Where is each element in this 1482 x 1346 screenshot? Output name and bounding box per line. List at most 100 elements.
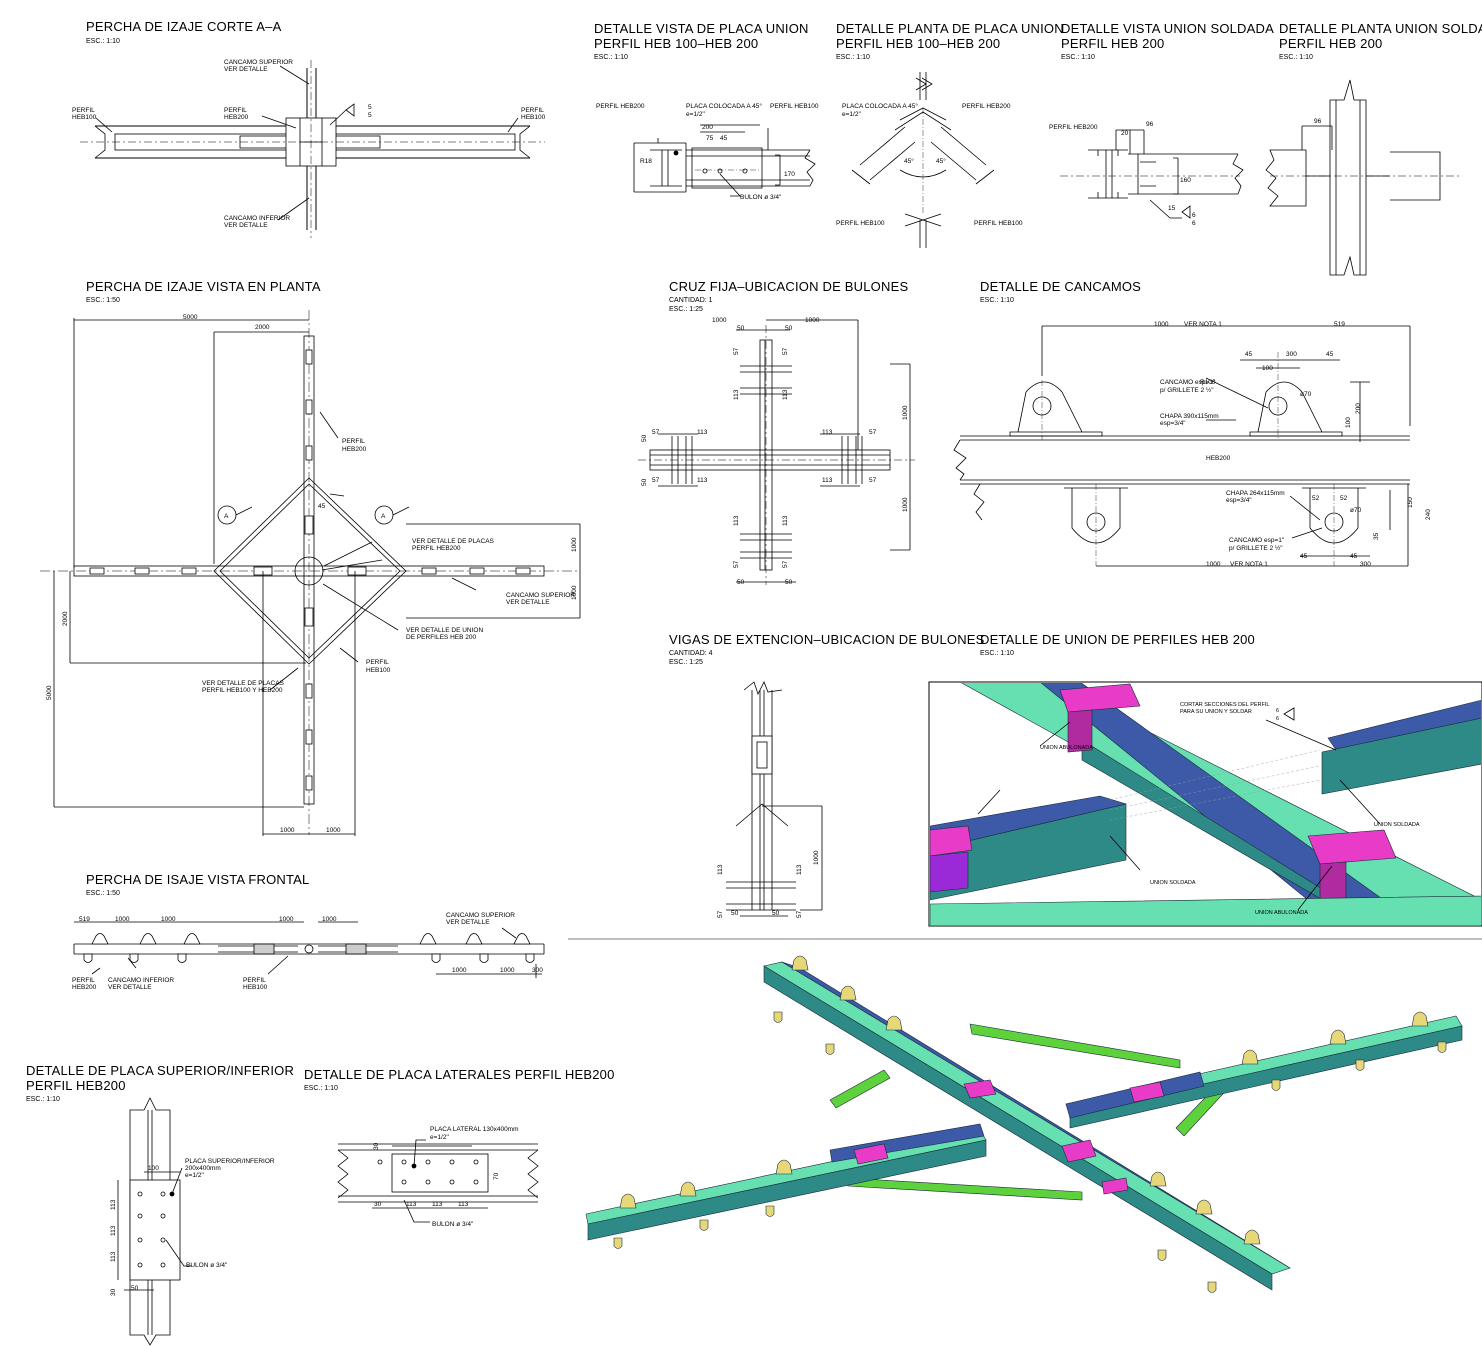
label-perfil-aa: PERFIL [224,107,247,114]
section-a-a-drawing [80,60,545,238]
dim-113-placalat-b: 113 [432,1201,443,1208]
label-ver-detalle-frontal-a: VER DETALLE [446,919,490,926]
label-union-sold-a: UNION SOLDADA [1374,822,1420,828]
dim-f70-can-b: ø70 [1350,507,1362,514]
dim-57-vigas-r: 57 [796,910,803,918]
scale-placa-sup: ESC.: 1:10 [26,1096,60,1103]
scale-union: ESC.: 1:10 [980,650,1014,657]
label-e-half-pv: e=1/2" [686,111,705,118]
title-soldada-vista-2: PERFIL HEB 200 [1061,36,1165,51]
title-planta: PERCHA DE IZAJE VISTA EN PLANTA [86,279,321,294]
label-cancamo-esp-b: CANCAMO esp=1" [1229,537,1285,544]
dim-52-can-b: 52 [1340,495,1348,502]
dim-57-cruz-v3: 57 [733,560,740,568]
dim-100-placasup: 100 [148,1165,159,1172]
dim-45-can-a: 45 [1245,351,1253,358]
label-ver-detalle-frontal-b: VER DETALLE [108,984,152,991]
label-e-half-placalat: e=1/2" [430,1134,449,1141]
label-ver-detalle-aa2: VER DETALLE [224,222,268,229]
dim-50-vigas-l: 50 [731,910,739,917]
dim-f70-can-a: ø70 [1300,391,1312,398]
dim-519-can: 519 [1334,321,1345,328]
label-e-half-placasup: e=1/2" [185,1172,204,1179]
dim-20-sv: 20 [1121,130,1129,137]
weld-6-sv-b: 6 [1192,220,1196,227]
dim-35-can: 35 [1373,532,1380,540]
label-placa-sup-1: PLACA SUPERIOR/INFERIOR [185,1158,275,1165]
dim-96-sv: 96 [1146,121,1154,128]
dim-1000-planta-r2: 1000 [571,585,578,600]
label-perfil-heb200-pv: PERFIL HEB200 [596,103,645,110]
dim-113-placalat-a: 113 [406,1201,417,1208]
label-union-sold-b: UNION SOLDADA [1150,880,1196,886]
label-perfil-heb100-pp-r: PERFIL HEB100 [974,220,1023,227]
dim-57-vigas-l: 57 [717,910,724,918]
dim-75-pv: 75 [706,135,714,142]
dim-1000-frontal-c: 1000 [279,916,294,923]
label-perfil-planta-2: PERFIL [366,659,389,666]
label-perfil-heb200-pp: PERFIL HEB200 [962,103,1011,110]
dim-113-vigas-r: 113 [796,864,803,875]
label-heb200-can: HEB200 [1206,455,1231,462]
dim-1000-frontal-a: 1000 [115,916,130,923]
label-cancamo-esp-a: CANCAMO esp=1" [1160,379,1216,386]
dim-45deg-pp-l: 45° [904,157,914,165]
dim-57-cruz-d: 57 [869,477,877,484]
label-ver-union-1: VER DETALLE DE UNION [406,627,483,634]
label-heb100-aa-r: HEB100 [521,114,546,121]
plan-view-drawing [40,310,581,836]
label-perfil-aa-l: PERFIL [72,107,95,114]
label-ver-union-2: DE PERFILES HEB 200 [406,634,476,641]
dim-45-planta: 45 [318,503,326,510]
title-placa-vista-2: PERFIL HEB 100–HEB 200 [594,36,759,51]
dim-150-can: 150 [1407,497,1414,508]
dim-113-cruz-v2: 113 [782,389,789,400]
label-heb100-frontal: HEB100 [243,984,268,991]
dim-57-cruz-c: 57 [652,477,660,484]
dim-300-can-b: 300 [1360,561,1371,568]
title-placa-vista-1: DETALLE VISTA DE PLACA UNION [594,21,809,36]
scale-cruz: ESC.: 1:25 [669,306,703,313]
dim-2000-planta-top: 2000 [255,324,270,331]
dim-45-can-b: 45 [1326,351,1334,358]
label-perfil-heb200-planta: PERFIL HEB200 [412,545,461,552]
dim-57-cruz-b: 57 [869,429,877,436]
dim-170-pv: 170 [784,171,795,178]
dim-57-cruz-v4: 57 [782,560,789,568]
dim-45-can-d: 45 [1350,553,1358,560]
title-vigas: VIGAS DE EXTENCION–UBICACION DE BULONES [669,632,985,647]
qty-cruz: CANTIDAD: 1 [669,297,713,304]
dim-50-cruz-v1: 50 [641,434,648,442]
dim-57-cruz-a: 57 [652,429,660,436]
dim-113-vigas-l: 113 [717,864,724,875]
title-corte: PERCHA DE IZAJE CORTE A–A [86,19,282,34]
dim-50-cruz-v2: 50 [641,478,648,486]
dim-1000-cruz-v1: 1000 [902,405,909,420]
title-placa-sup-1: DETALLE DE PLACA SUPERIOR/INFERIOR [26,1063,295,1078]
welded-plan-drawing [1265,79,1460,276]
dim-1000-frontal-f: 1000 [500,967,515,974]
sec-a-right: A [381,513,386,520]
dim-45deg-pp-r: 45° [936,157,946,165]
label-cancamo-inf-frontal: CANCAMO INFERIOR [108,977,174,984]
dim-300-can-a: 300 [1286,351,1297,358]
dim-50-placasup: 50 [131,1285,139,1292]
plate-view-drawing [633,124,816,197]
label-bulon-pv: BULON ø 3/4" [740,194,782,201]
top-plate-drawing [117,1097,192,1346]
dim-113-cruz-d: 113 [822,477,833,484]
dim-50-cruz-a: 50 [737,325,745,332]
dim-1000-cruz-a: 1000 [712,317,727,324]
label-ver-nota-top: VER NOTA 1 [1184,321,1222,328]
label-heb200-frontal: HEB200 [72,984,97,991]
weld-5-a: 5 [368,104,372,111]
label-cortar-1: CORTAR SECCIONES DEL PERFIL [1180,702,1269,708]
title-soldada-vista-1: DETALLE VISTA UNION SOLDADA [1061,21,1274,36]
scale-placa-lat: ESC.: 1:10 [304,1085,338,1092]
label-perfil-heb100-pp-l: PERFIL HEB100 [836,220,885,227]
weld-6-sv-a: 6 [1192,212,1196,219]
dim-1000-planta-b2: 1000 [326,827,341,834]
dim-113-cruz-v3: 113 [733,515,740,526]
side-plate-drawing [337,1139,539,1223]
dim-113-cruz-b: 113 [822,429,833,436]
